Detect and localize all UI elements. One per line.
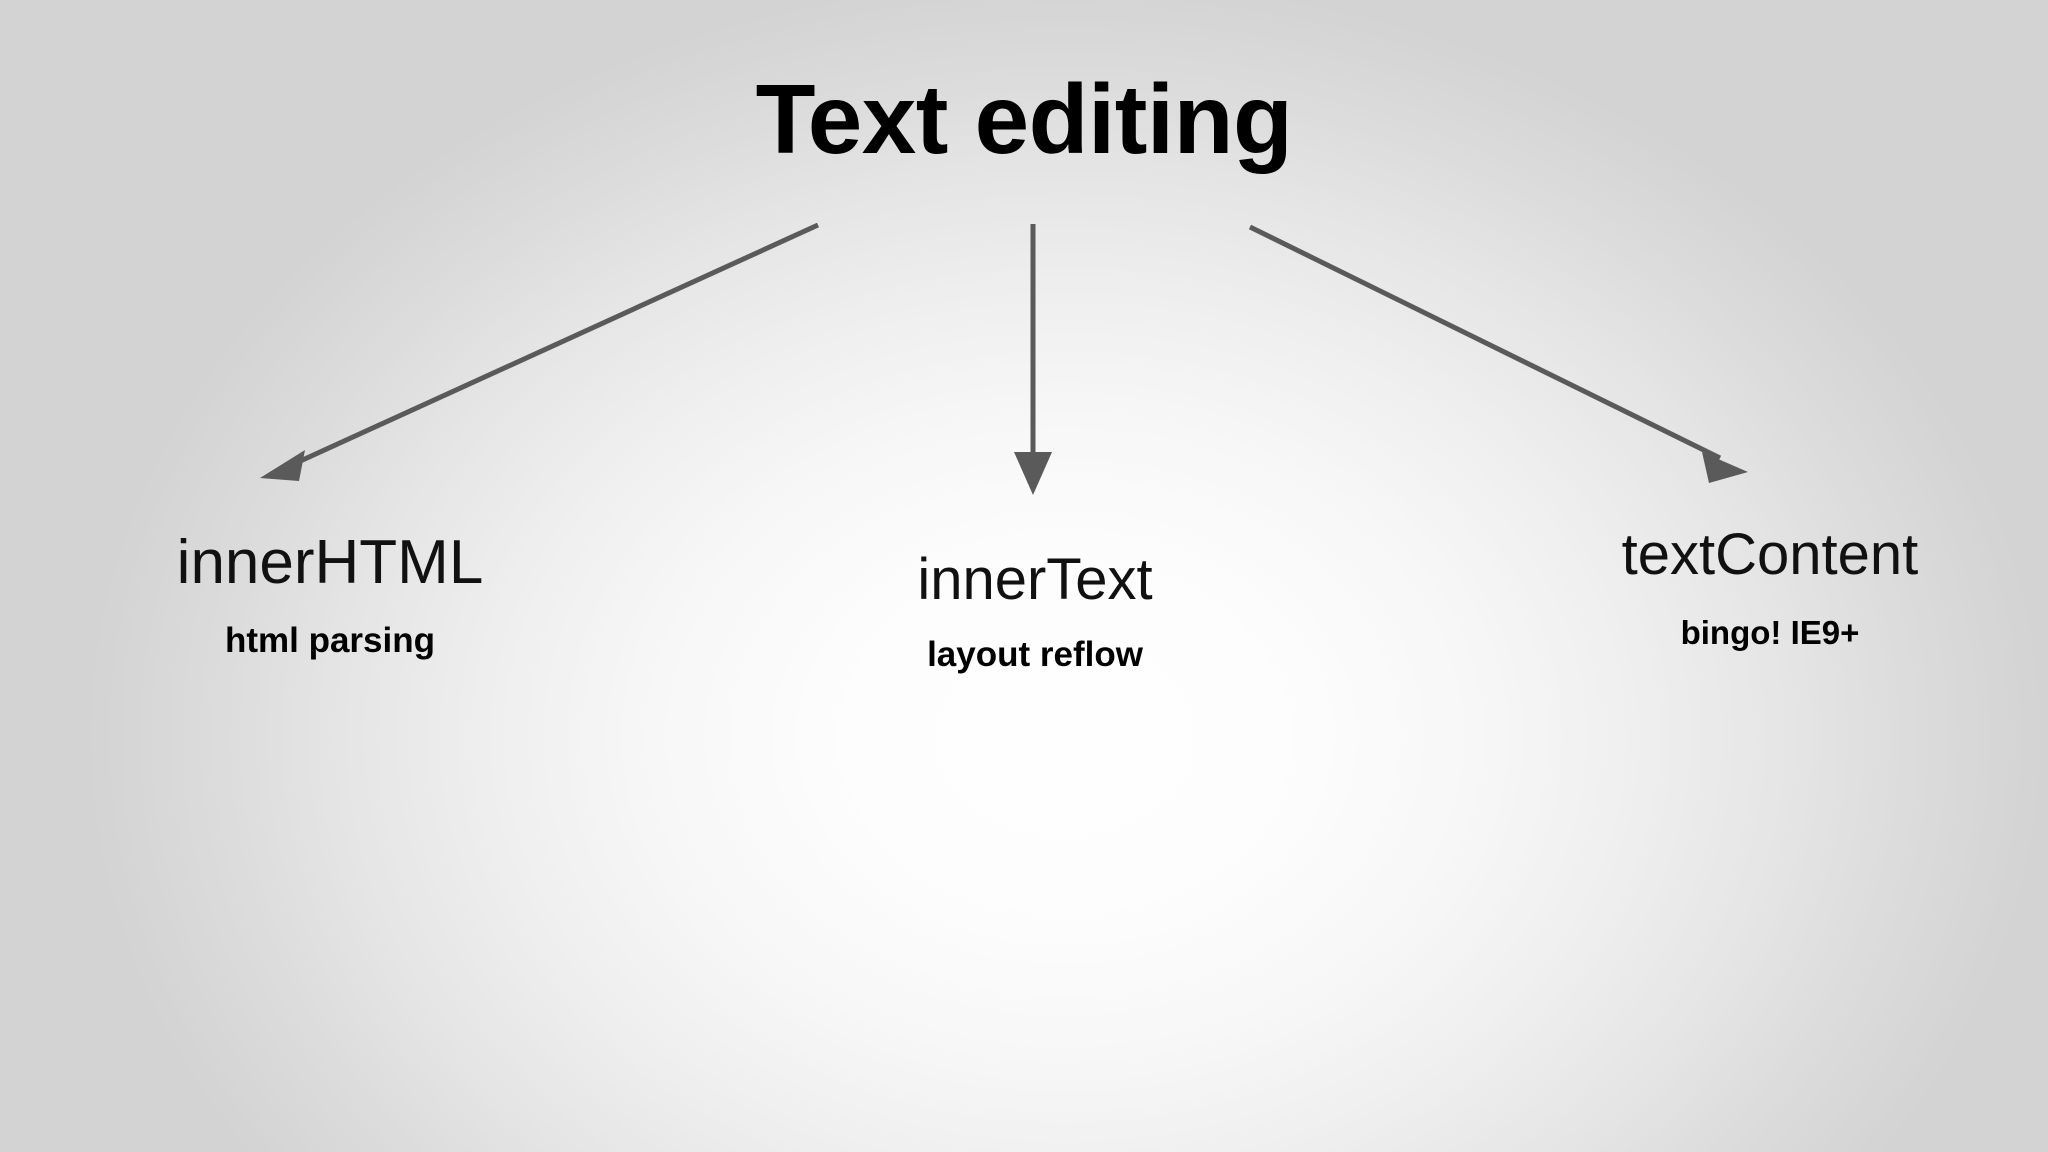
arrow-left [260, 222, 820, 481]
arrow-right-head [1702, 452, 1748, 483]
arrow-right-shaft [1248, 224, 1722, 461]
node-innerhtml: innerHTML html parsing [60, 530, 600, 660]
node-innertext-label: innerText [917, 547, 1153, 612]
node-textcontent: textContent bingo! IE9+ [1490, 522, 2048, 651]
arrow-right [1248, 224, 1748, 483]
arrow-left-shaft [283, 222, 820, 471]
node-textcontent-sublabel: bingo! IE9+ [1680, 613, 1860, 651]
node-innertext: innerText layout reflow [770, 547, 1300, 674]
node-innerhtml-label: innerHTML [176, 528, 484, 597]
page-title: Text editing [755, 64, 1293, 174]
node-innerhtml-sublabel: html parsing [224, 621, 436, 661]
arrow-left-head [260, 450, 305, 481]
arrow-middle-head [1014, 452, 1052, 495]
arrow-middle [1014, 224, 1052, 495]
node-innertext-sublabel: layout reflow [927, 634, 1143, 674]
node-textcontent-label: textContent [1621, 522, 1919, 587]
